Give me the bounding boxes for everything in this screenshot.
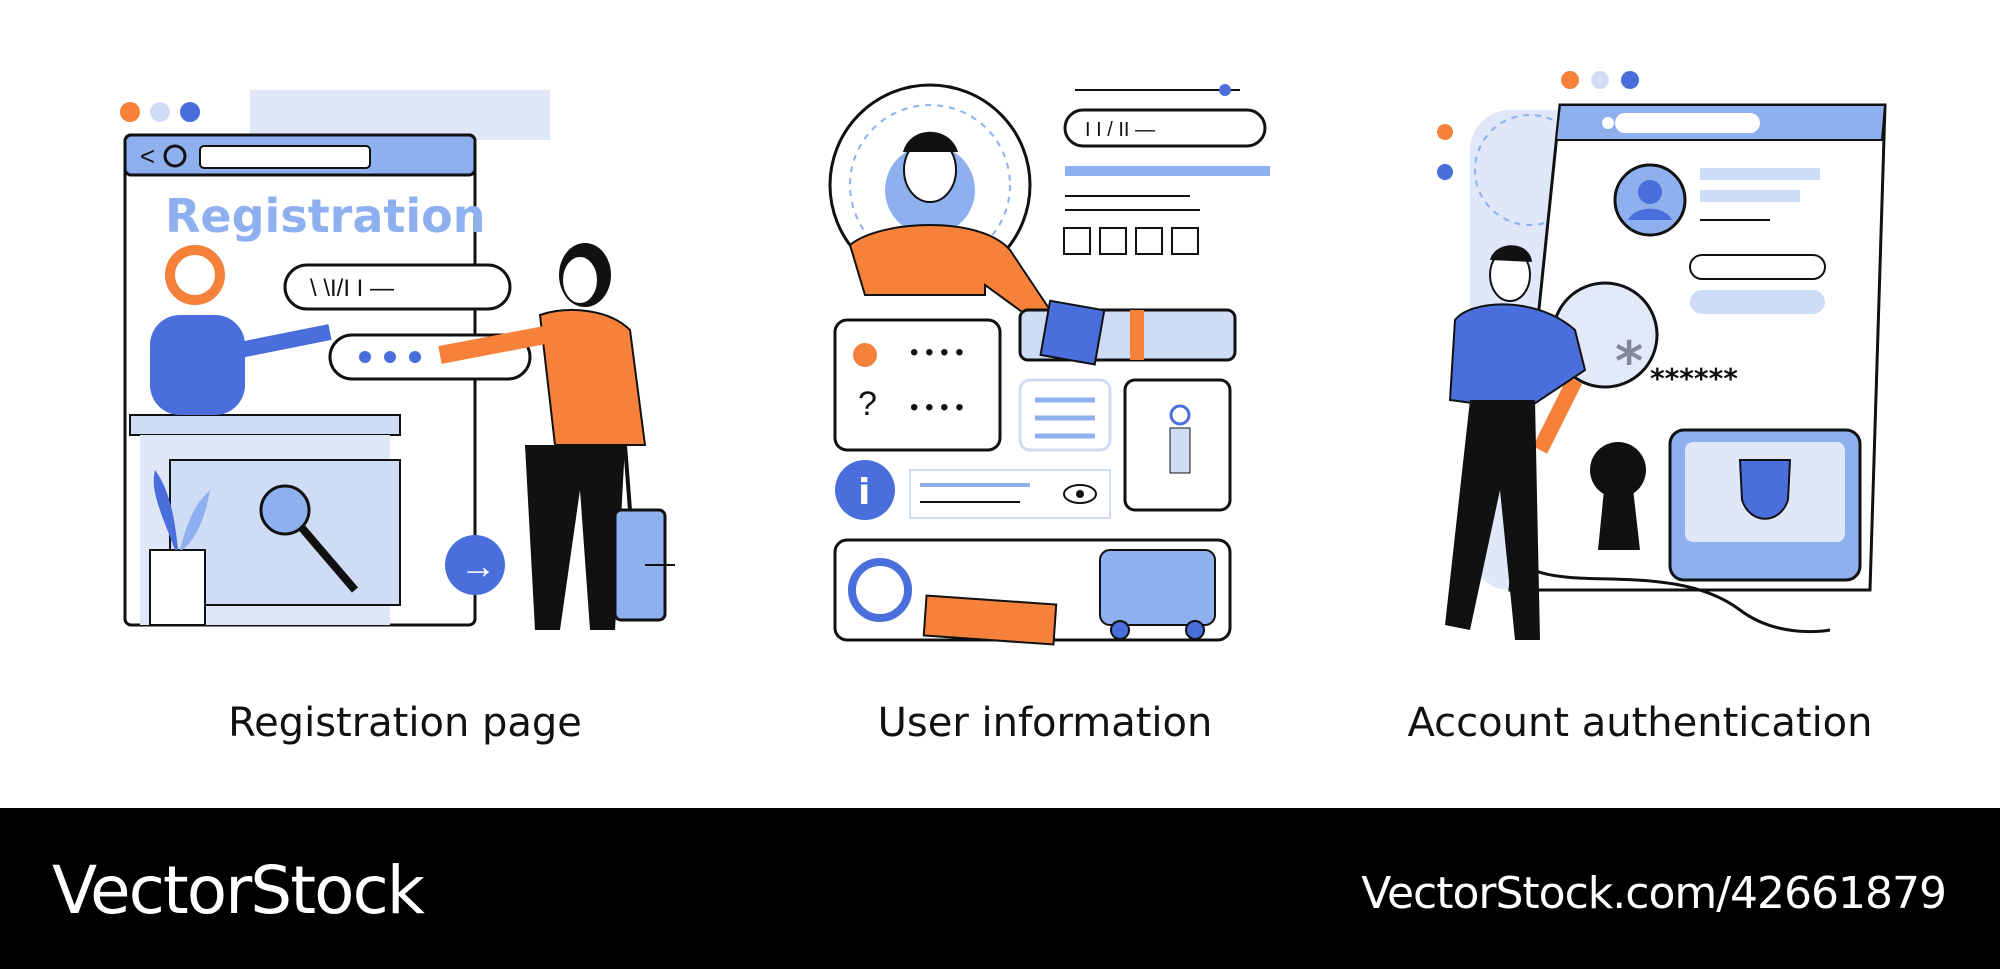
svg-text:→: → (460, 545, 496, 586)
brand-logo: VectorStock (52, 852, 425, 929)
authentication-lock-illustration: * ****** (1437, 71, 1887, 640)
svg-text:\ \I/I I —: \ \I/I I — (310, 275, 394, 302)
user-information-illustration: I I / II — • • • • ? • • • • i (770, 70, 1330, 670)
svg-text:?: ? (858, 385, 877, 423)
caption-account-authentication: Account authentication (1407, 700, 1873, 746)
registration-desk-illustration: < Registration \ \I/I I — → (120, 90, 675, 630)
svg-text:• • • •: • • • • (910, 394, 964, 421)
user-profile-illustration: I I / II — • • • • ? • • • • i (828, 83, 1270, 646)
svg-text:I I / II —: I I / II — (1085, 119, 1155, 141)
svg-text:i: i (858, 472, 870, 513)
registration-heading: Registration (165, 189, 486, 243)
caption-registration-page: Registration page (228, 700, 582, 746)
footer-bar: VectorStock VectorStock.com/42661879 (0, 808, 2000, 969)
svg-text:<: < (140, 141, 155, 171)
caption-user-information: User information (877, 700, 1213, 746)
image-url: VectorStock.com/42661879 (1361, 868, 1947, 919)
account-authentication-illustration: * ****** (1360, 70, 1920, 670)
password-mask: ****** (1650, 362, 1738, 395)
registration-illustration: < Registration \ \I/I I — → (120, 70, 680, 670)
svg-text:• • • •: • • • • (910, 339, 964, 366)
